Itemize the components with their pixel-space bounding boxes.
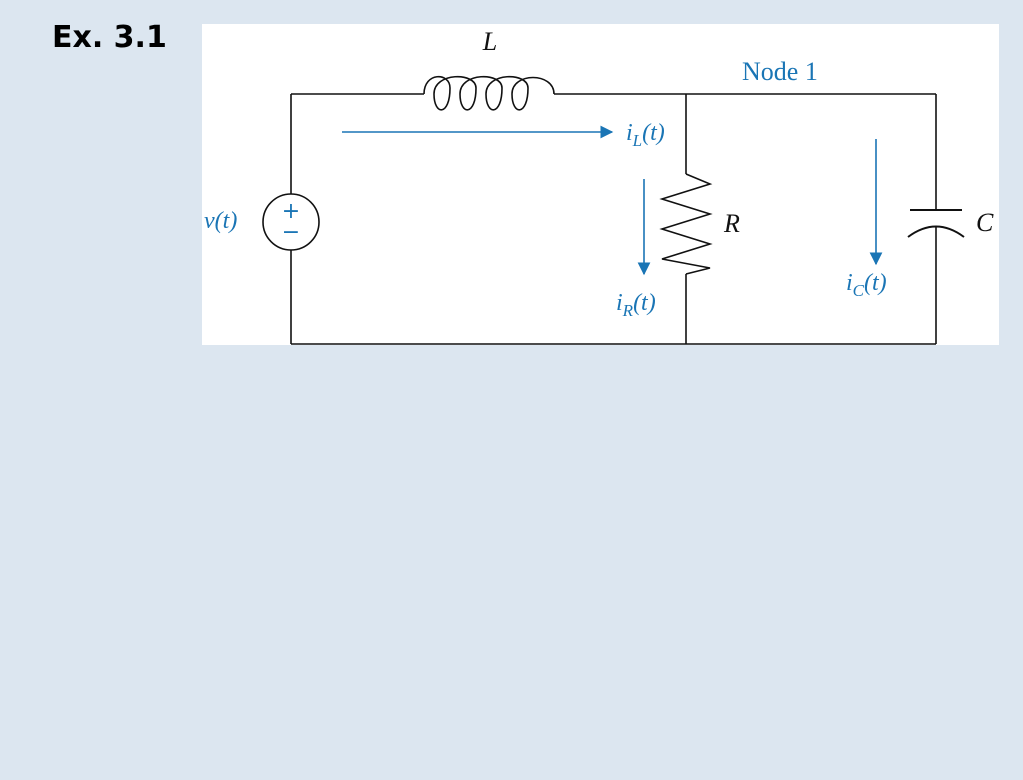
current-label-iL: iL(t) <box>626 120 665 150</box>
resistor-symbol <box>659 173 713 275</box>
source-label: v(t) <box>204 208 237 234</box>
iC-argument: (t) <box>864 270 887 296</box>
iR-subscript: R <box>622 301 634 320</box>
circuit-diagram: + − L Node 1 v(t) R C iL(t) iR(t) iC(t) <box>204 27 994 345</box>
source-minus-sign: − <box>282 220 300 245</box>
iL-subscript: L <box>632 131 642 150</box>
circuit-diagram-panel: + − L Node 1 v(t) R C iL(t) iR(t) iC(t) <box>202 24 999 345</box>
example-heading: Ex. 3.1 <box>52 20 167 55</box>
iC-subscript: C <box>853 281 865 300</box>
capacitor-label: C <box>976 208 994 237</box>
source-plus-sign: + <box>282 199 300 224</box>
iC-symbol: i <box>846 270 853 296</box>
wires <box>290 93 937 345</box>
current-label-iC: iC(t) <box>846 270 887 300</box>
inductor-symbol <box>423 75 555 111</box>
voltage-source-symbol <box>262 193 320 251</box>
iL-symbol: i <box>626 120 633 146</box>
node-label: Node 1 <box>742 57 818 86</box>
iR-argument: (t) <box>633 290 656 316</box>
iR-symbol: i <box>616 290 623 316</box>
inductor-label: L <box>482 27 497 56</box>
current-label-iR: iR(t) <box>616 290 656 320</box>
capacitor-bottom-plate <box>907 225 965 238</box>
resistor-label: R <box>723 209 740 238</box>
iL-argument: (t) <box>642 120 665 146</box>
